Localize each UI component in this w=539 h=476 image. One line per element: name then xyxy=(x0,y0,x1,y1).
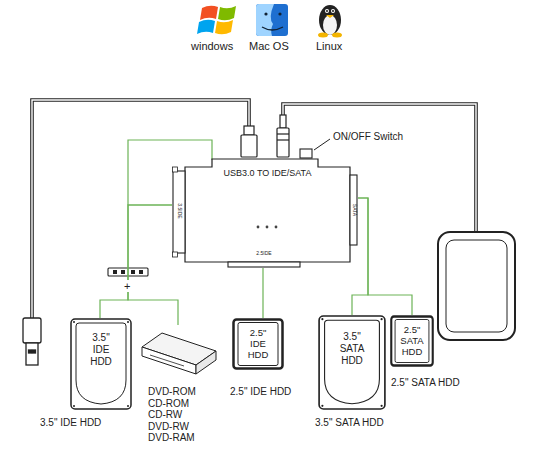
port-label: SATA xyxy=(351,204,357,216)
device-caption: 2.5" SATA HDD xyxy=(391,377,460,389)
usb-plug xyxy=(23,318,41,365)
usb-connector xyxy=(241,126,257,157)
os-label: Mac OS xyxy=(249,40,289,52)
hdd-drawing: 3.5" SATA HDD3.5" SATA HDD xyxy=(318,315,386,410)
port-label: 2.5IDE xyxy=(256,251,271,257)
device-title: USB3.0 TO IDE/SATA xyxy=(185,168,350,178)
drive-label: 3.5" IDE HDD xyxy=(70,332,132,368)
plus-sign: + xyxy=(122,280,132,292)
dc-jack xyxy=(277,115,289,157)
device-caption: 3.5" IDE HDD xyxy=(40,417,101,429)
os-label: windows xyxy=(191,40,233,52)
power-adapter xyxy=(438,232,515,340)
media-list: DVD-ROM CD-ROM CD-RW DVD-RW DVD-RAM xyxy=(148,386,196,444)
callout-label: ON/OFF Switch xyxy=(333,131,403,142)
linux-penguin xyxy=(318,5,342,38)
hdd-drawing: 3.5" IDE HDD3.5" IDE HDD xyxy=(70,318,132,410)
port-label: 3.5IDE xyxy=(176,203,182,218)
cable xyxy=(32,100,476,318)
data-cable-line xyxy=(358,198,412,315)
drive-label: 2.5" IDE HDD xyxy=(232,327,284,360)
hdd-drawing: 2.5" IDE HDD2.5" IDE HDD xyxy=(232,318,284,370)
os-label: Linux xyxy=(316,40,342,52)
device-caption: 2.5" IDE HDD xyxy=(230,386,291,398)
drive-label: 2.5" SATA HDD xyxy=(390,324,434,357)
adapter-box: USB3.0 TO IDE/SATA 3.5IDE SATA 2.5IDE xyxy=(172,155,358,268)
data-cable-line xyxy=(262,268,263,318)
shape-outline xyxy=(140,325,218,380)
mac-icon xyxy=(256,4,288,36)
data-cable-line xyxy=(100,205,172,318)
drive-label: 3.5" SATA HDD xyxy=(318,331,386,367)
dvd-drive-drawing: DVD-ROM CD-ROM CD-RW DVD-RW DVD-RAM xyxy=(140,325,218,380)
leader-line xyxy=(314,139,330,150)
hdd-drawing: 2.5" SATA HDD2.5" SATA HDD xyxy=(390,315,434,367)
device-caption: 3.5" SATA HDD xyxy=(315,417,384,429)
data-cable-line xyxy=(128,205,178,325)
windows-logo xyxy=(197,6,236,35)
